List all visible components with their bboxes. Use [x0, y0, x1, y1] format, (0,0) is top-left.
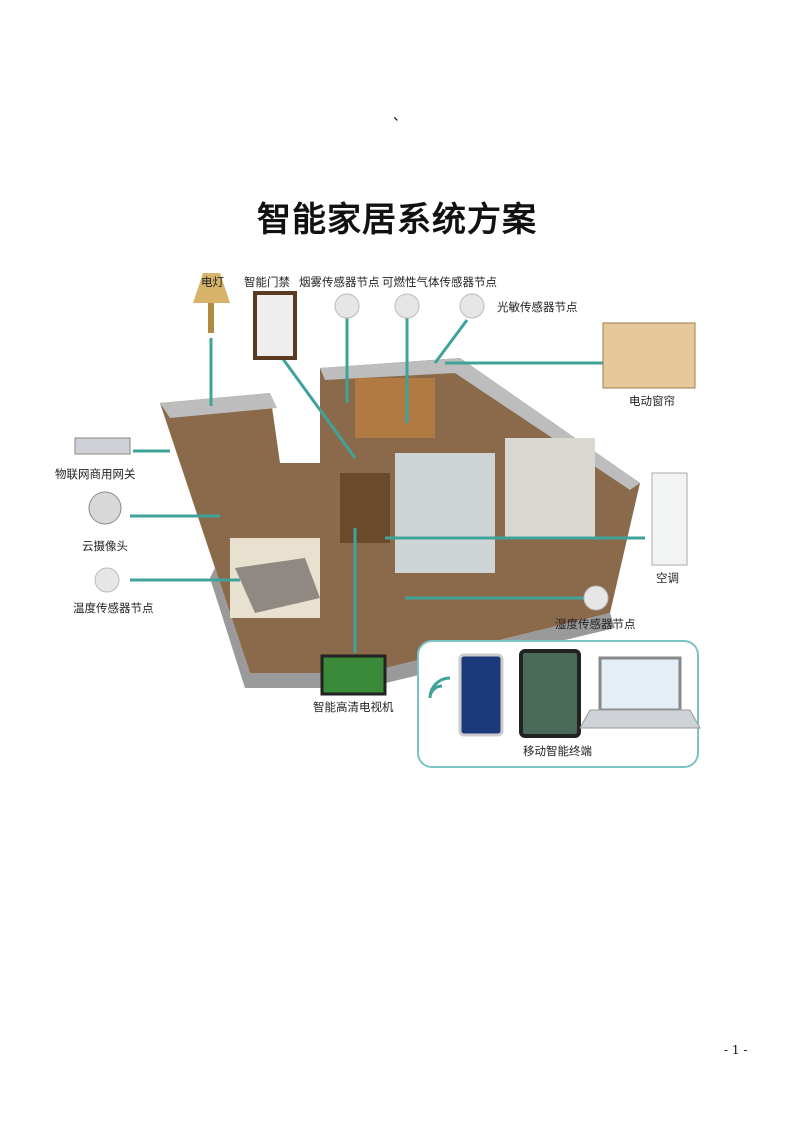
label-gas-sensor: 可燃性气体传感器节点: [382, 275, 497, 289]
house-illustration: [74, 273, 701, 768]
door-icon: [253, 291, 297, 360]
camera-icon: [88, 491, 122, 525]
label-temperature-sensor: 温度传感器节点: [73, 601, 154, 615]
label-camera: 云摄像头: [82, 539, 128, 553]
label-access-control: 智能门禁: [244, 275, 290, 289]
header-mark: 、: [393, 108, 407, 124]
label-humidity-sensor: 湿度传感器节点: [555, 617, 636, 631]
wardrobe: [340, 473, 390, 543]
label-curtain: 电动窗帘: [629, 394, 675, 408]
smoke-sensor-icon: [334, 293, 360, 319]
label-mobile-terminal: 移动智能终端: [523, 744, 592, 758]
gateway-icon: [74, 437, 131, 455]
study-room: [505, 438, 595, 538]
tablet-icon: [519, 649, 581, 738]
lamp-icon: [193, 273, 230, 303]
house-wall-front: [210, 568, 615, 688]
wall-top: [320, 358, 640, 490]
connector-lines: [130, 318, 645, 653]
page-number: - 1 -: [724, 1043, 748, 1057]
smart-home-diagram: 电灯 智能门禁 烟雾传感器节点 可燃性气体传感器节点 光敏传感器节点 电动窗帘 …: [55, 268, 755, 773]
label-lamp: 电灯: [201, 275, 224, 289]
page-title: 智能家居系统方案: [257, 200, 537, 240]
rug: [235, 558, 320, 613]
gas-sensor-icon: [394, 293, 420, 319]
wall-top: [160, 393, 277, 418]
label-air-conditioner: 空调: [656, 571, 679, 585]
label-smoke-sensor: 烟雾传感器节点: [299, 275, 380, 289]
humidity-sensor-icon: [583, 585, 609, 611]
label-tv: 智能高清电视机: [313, 700, 394, 714]
wifi-icon: [428, 676, 451, 699]
light-sensor-icon: [459, 293, 485, 319]
temperature-sensor-icon: [94, 567, 120, 593]
bedroom: [395, 453, 495, 573]
phone-icon: [458, 653, 504, 737]
label-light-sensor: 光敏传感器节点: [497, 300, 578, 314]
laptop-icon: [598, 656, 682, 712]
kitchen: [355, 378, 435, 438]
air-conditioner-icon: [651, 472, 688, 566]
curtain-icon: [602, 322, 696, 389]
tv-icon: [320, 654, 387, 696]
label-gateway: 物联网商用网关: [55, 467, 136, 481]
